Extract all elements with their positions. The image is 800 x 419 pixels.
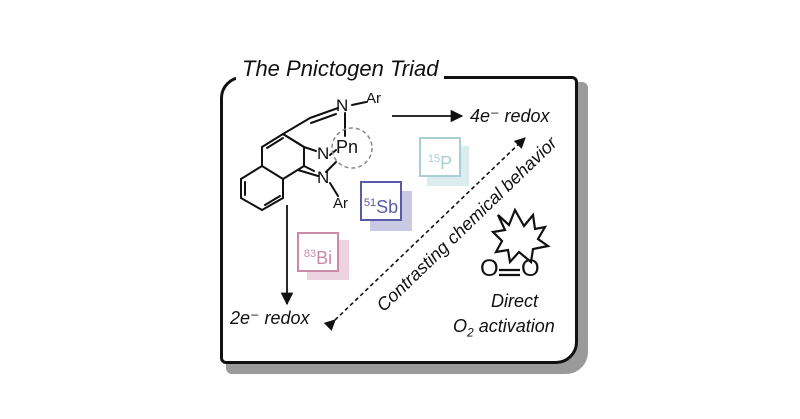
o2-activation-label: O2 activation <box>453 316 555 340</box>
pnictogen-center: Pn <box>336 137 359 157</box>
double-bond <box>266 137 284 149</box>
bond <box>261 197 284 211</box>
oxygen-right: O <box>521 255 540 282</box>
bismuth-mass: 83 <box>303 248 317 260</box>
oxygen-left: O <box>480 255 499 282</box>
bond <box>309 107 339 119</box>
bond <box>240 165 263 180</box>
direct-label: Direct <box>491 291 539 311</box>
double-bond <box>310 113 337 124</box>
o2-activation-subscript: 2 <box>467 325 474 340</box>
bond <box>282 133 305 148</box>
o2-activation-text: activation <box>473 316 555 336</box>
four-e-redox-label: 4e⁻ redox <box>470 106 550 126</box>
bond <box>282 165 305 180</box>
bond <box>282 117 311 135</box>
atom-n-amide: N <box>317 168 330 187</box>
aryl-top: Ar <box>366 90 381 107</box>
burst-icon <box>490 207 551 265</box>
two-e-redox-label: 2e⁻ redox <box>230 308 310 328</box>
atom-n-imine: N <box>336 96 349 115</box>
bond <box>303 146 317 152</box>
bond <box>261 165 284 180</box>
bond <box>351 101 367 106</box>
o2-activation-o: O <box>453 316 468 336</box>
bond <box>240 197 263 211</box>
bond <box>303 165 315 172</box>
diagram-title: The Pnictogen Triad <box>236 55 445 83</box>
bond <box>297 169 319 177</box>
contrasting-double-arrow <box>323 137 526 332</box>
double-bond <box>264 195 281 206</box>
aryl-bottom: Ar <box>333 195 348 212</box>
bond <box>261 133 284 148</box>
atom-n-ring: N <box>317 144 330 163</box>
